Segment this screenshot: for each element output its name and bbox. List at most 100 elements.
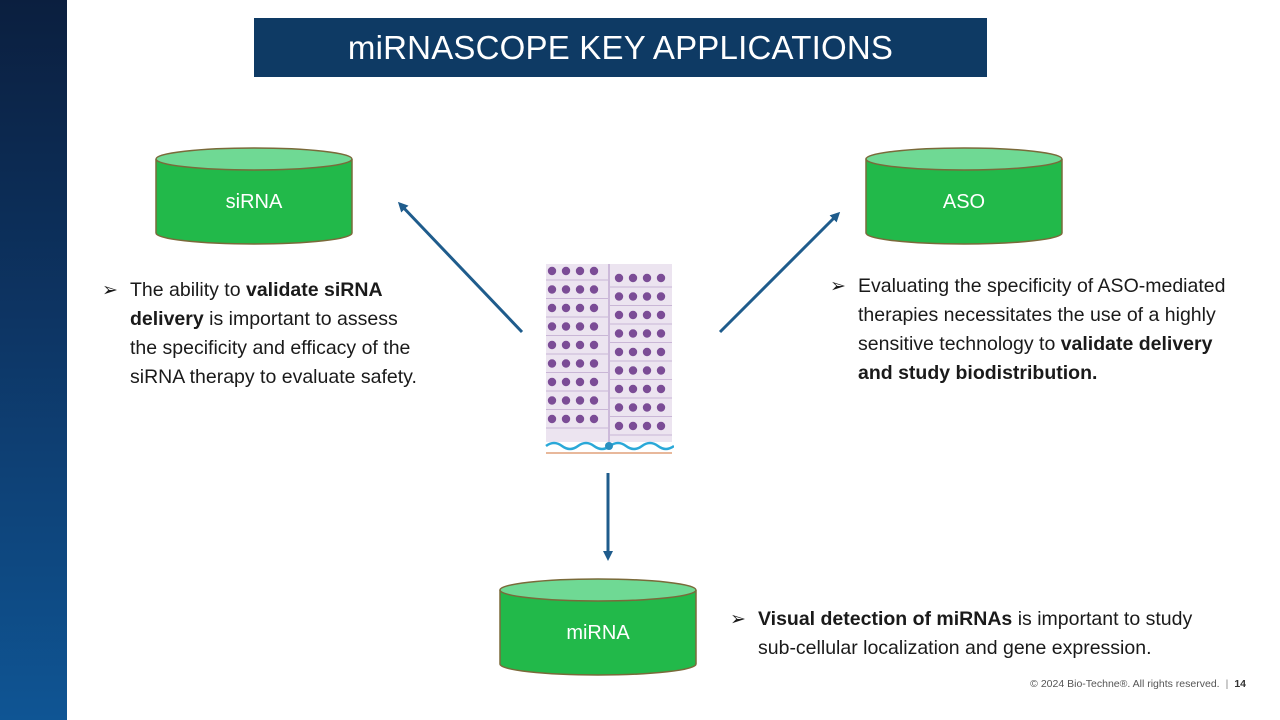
text-segment: The ability to — [130, 279, 246, 301]
cell-nucleus — [575, 359, 585, 368]
cell-nucleus — [547, 414, 557, 424]
bold-text: validate delivery — [1060, 333, 1213, 355]
cylinder-shape — [499, 578, 697, 676]
cylinder-shape — [865, 147, 1063, 245]
mirna-label: miRNA — [566, 622, 630, 644]
cell-nucleus — [547, 303, 557, 313]
cell-nucleus — [628, 421, 638, 431]
cell-nucleus — [561, 340, 571, 350]
arrow-to-aso — [718, 211, 841, 334]
cell-nucleus — [589, 266, 599, 276]
cell-nucleus — [656, 329, 666, 338]
cell-nucleus — [575, 377, 585, 387]
aso-label: ASO — [942, 191, 986, 213]
cell-nucleus — [642, 366, 652, 375]
cell-nucleus — [589, 285, 599, 294]
cell-nucleus — [656, 310, 666, 320]
tissue-illustration — [544, 264, 675, 458]
text-segment: sub-cellular localization and gene expre… — [758, 637, 1152, 659]
bullet-line: sensitive technology to validate deliver… — [858, 330, 1278, 359]
bullet-line: sub-cellular localization and gene expre… — [758, 634, 1238, 663]
cell-nucleus — [642, 329, 652, 338]
cell-nucleus — [614, 310, 624, 320]
bullet-line: delivery is important to assess — [130, 305, 490, 334]
cell-nucleus — [614, 292, 624, 301]
cell-nucleus — [628, 403, 638, 412]
bullet-line: therapies necessitates the use of a high… — [858, 301, 1278, 330]
cell-nucleus — [589, 359, 599, 368]
cell-nucleus — [589, 303, 599, 313]
cell-nucleus — [547, 340, 557, 350]
node-dot — [605, 442, 613, 450]
cell-nucleus — [575, 285, 585, 294]
cell-nucleus — [656, 403, 666, 412]
cell-nucleus — [628, 347, 638, 357]
bullet-line: Visual detection of miRNAs is important … — [758, 605, 1238, 634]
cell-nucleus — [589, 322, 599, 331]
mirna-cylinder: miRNA — [499, 578, 697, 678]
bullet-line: The ability to validate siRNA — [130, 276, 490, 305]
cell-nucleus — [642, 310, 652, 320]
cell-nucleus — [575, 266, 585, 276]
cell-nucleus — [614, 384, 624, 394]
bold-text: Visual detection of miRNAs — [758, 608, 1013, 630]
cell-nucleus — [575, 414, 585, 424]
footer: © 2024 Bio-Techne®. All rights reserved.… — [1030, 678, 1246, 690]
cell-nucleus — [614, 366, 624, 375]
cell-nucleus — [628, 292, 638, 301]
bullet-line: the specificity and efficacy of the — [130, 334, 490, 363]
cell-nucleus — [547, 396, 557, 405]
cell-nucleus — [614, 421, 624, 431]
title-bar: miRNASCOPE KEY APPLICATIONS — [254, 18, 987, 77]
footer-separator: | — [1225, 678, 1229, 690]
text-segment: the specificity and efficacy of the — [130, 337, 411, 359]
cell-nucleus — [656, 347, 666, 357]
bold-text: delivery — [130, 308, 204, 330]
cell-nucleus — [561, 285, 571, 294]
cell-nucleus — [642, 384, 652, 394]
sidebar-gradient — [0, 0, 67, 720]
text-segment: siRNA therapy to evaluate safety. — [130, 366, 417, 388]
text-segment: therapies necessitates the use of a high… — [858, 304, 1216, 326]
cell-nucleus — [614, 347, 624, 357]
arrow-bullet-icon: ➢ — [830, 276, 846, 297]
sirna-cylinder: siRNA — [155, 147, 353, 247]
cell-nucleus — [614, 273, 624, 283]
sirna-label: siRNA — [225, 191, 283, 213]
bullet-line: and study biodistribution. — [858, 359, 1278, 388]
cell-nucleus — [642, 347, 652, 357]
bold-text: validate siRNA — [245, 279, 383, 301]
cell-nucleus — [656, 421, 666, 431]
cell-nucleus — [561, 322, 571, 331]
bullet-line: Evaluating the specificity of ASO-mediat… — [858, 272, 1278, 301]
cell-nucleus — [589, 377, 599, 387]
cell-nucleus — [614, 403, 624, 412]
text-segment: Evaluating the specificity of ASO-mediat… — [858, 275, 1226, 297]
cell-nucleus — [561, 377, 571, 387]
cell-nucleus — [575, 322, 585, 331]
cell-nucleus — [614, 329, 624, 338]
cell-nucleus — [642, 403, 652, 412]
cell-nucleus — [589, 396, 599, 405]
aso-bullet-text: Evaluating the specificity of ASO-mediat… — [858, 272, 1278, 388]
cell-nucleus — [628, 310, 638, 320]
text-segment: sensitive technology to — [858, 333, 1061, 355]
cell-nucleus — [561, 266, 571, 276]
cell-nucleus — [656, 292, 666, 301]
aso-bullet: ➢ Evaluating the specificity of ASO-medi… — [830, 272, 1278, 388]
mirna-bullet-text: Visual detection of miRNAs is important … — [758, 605, 1238, 663]
text-segment: is important to study — [1012, 608, 1193, 630]
cell-nucleus — [547, 266, 557, 276]
cell-nucleus — [561, 414, 571, 424]
tissue-cells-graphic — [545, 264, 675, 454]
cell-nucleus — [656, 366, 666, 375]
aso-cylinder: ASO — [865, 147, 1063, 247]
cell-nucleus — [575, 303, 585, 313]
cell-nucleus — [628, 384, 638, 394]
cell-nucleus — [561, 303, 571, 313]
cell-nucleus — [642, 273, 652, 283]
cell-nucleus — [589, 340, 599, 350]
cell-nucleus — [561, 396, 571, 405]
